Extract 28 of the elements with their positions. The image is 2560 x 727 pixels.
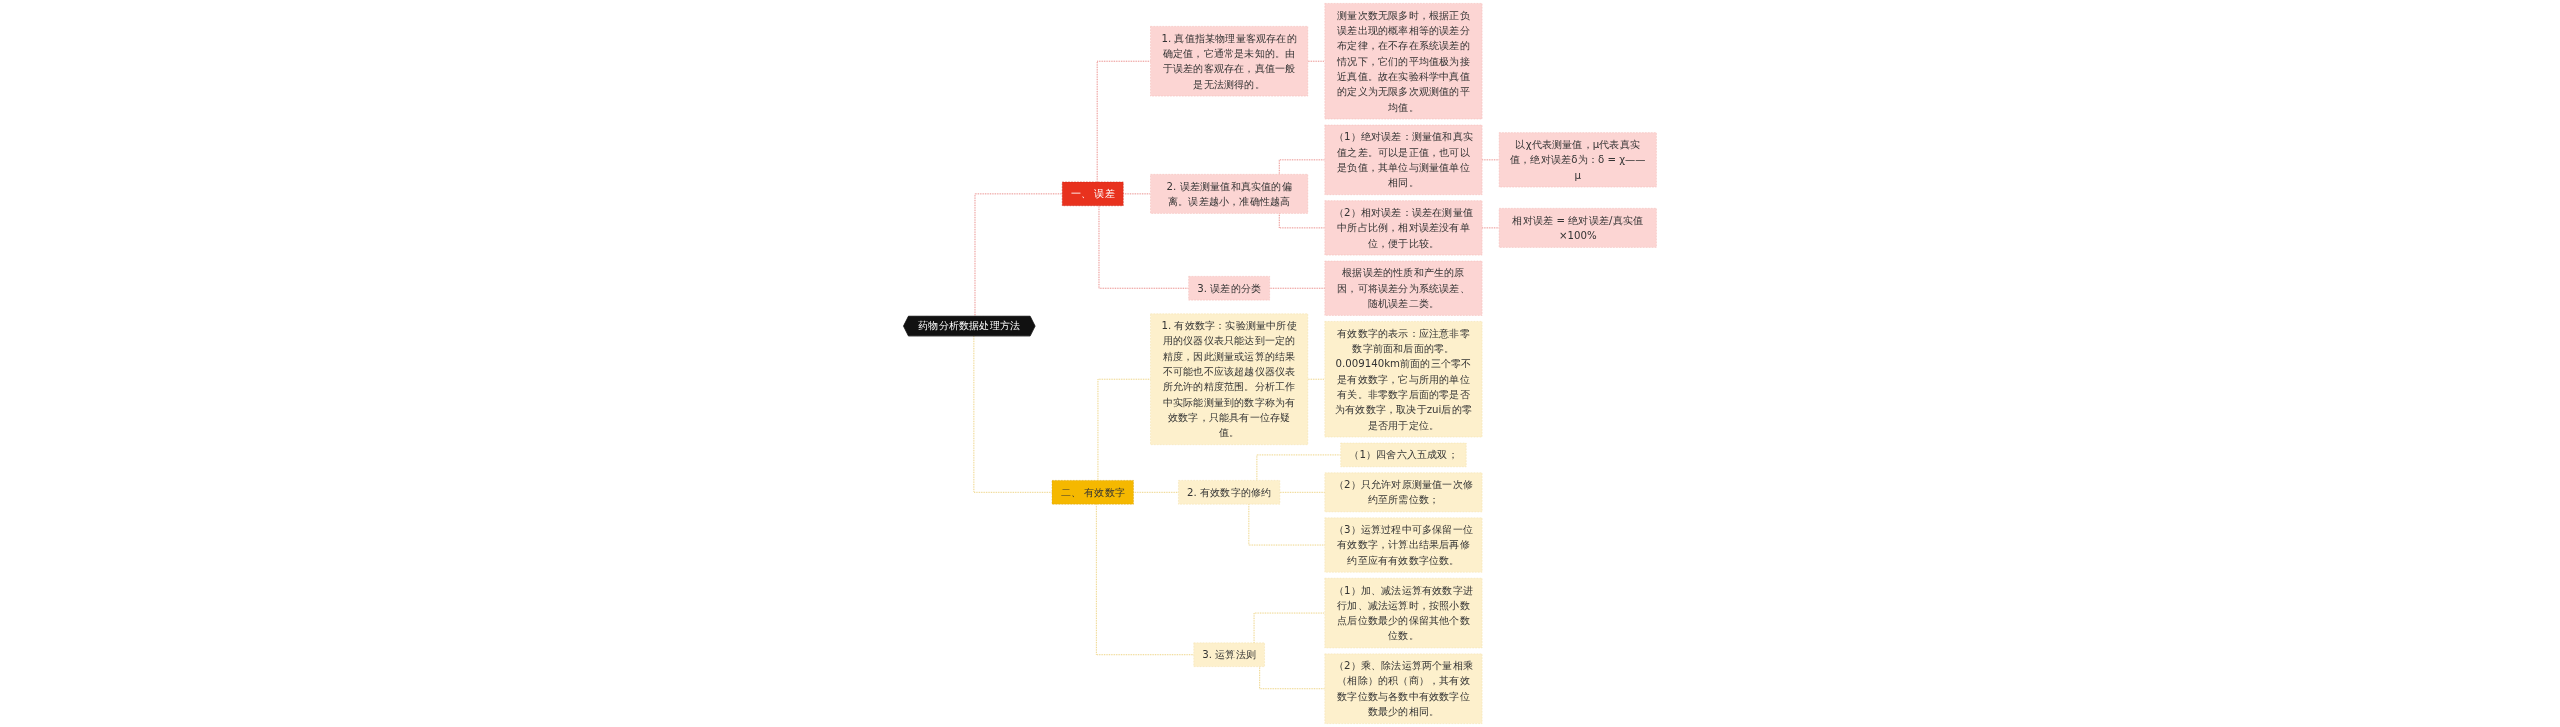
connector — [1096, 60, 1151, 183]
node-box: （3）运算过程中可多保留一位有效数字，计算出结果后再修约至应有有效数字位数。 — [1324, 517, 1483, 573]
node-box: 二、 有效数字 — [1051, 480, 1134, 505]
node-box: 有效数字的表示：应注意非零数字前面和后面的零。0.009140km前面的三个零不是有效数字，它与所用的单位有关。非零数字后面的零是否为有效数字，取决于zui后的零是否用于定位。 — [1324, 321, 1483, 438]
node-box: 1. 真值指某物理量客观存在的确定值，它通常是未知的。由于误差的客观存在，真值一般是无法测得的。 — [1150, 26, 1309, 97]
node-box: 相对误差 = 绝对误差/真实值×100% — [1498, 208, 1657, 248]
node-box: 1. 有效数字：实验测量中所使用的仪器仪表只能达到一定的精度，因此测量或运算的结果不可能也不应该超越仪器仪表所允许的精度范围。分析工作中实际能测量到的数字称为有效数字，只能具有一位存疑值。 — [1150, 313, 1309, 445]
node-box: （2）相对误差：误差在测量值中所占比例，相对误差没有单位，便于比较。 — [1324, 200, 1483, 256]
node-box: 3. 运算法则 — [1193, 642, 1265, 667]
connector — [1122, 193, 1151, 195]
node-box: （1）四舍六入五成双； — [1340, 442, 1467, 468]
connector — [1098, 205, 1189, 289]
node-box: （1）绝对误差：测量值和真实值之差。可以是正值，也可以是负值，其单位与测量值单位相同。 — [1324, 124, 1483, 195]
node-box: 2. 有效数字的修约 — [1178, 480, 1281, 505]
connector — [974, 193, 1063, 317]
node-box: （1）加、减法运算有效数字进行加、减法运算时，按照小数点后位数最少的保留其他个数位数。 — [1324, 578, 1483, 649]
node-box: （2）乘、除法运算两个量相乘（相除）的积（商），其有效数字位数与各数中有效数字位数最少的相同。 — [1324, 653, 1483, 724]
connector — [1133, 492, 1179, 493]
node-box: 以χ代表测量值，μ代表真实值，绝对误差δ为：δ = χ——μ — [1498, 132, 1657, 188]
connector — [1097, 378, 1151, 481]
connector — [1096, 503, 1195, 656]
node-box: 2. 误差测量值和真实值的偏离。误差越小，准确性越高 — [1150, 174, 1309, 214]
node-box: 一、 误差 — [1062, 181, 1124, 206]
connector — [973, 335, 1053, 493]
node-box: （2）只允许对原测量值一次修约至所需位数； — [1324, 472, 1483, 513]
node-box: 根据误差的性质和产生的原因，可将误差分为系统误差、随机误差二类。 — [1324, 260, 1483, 316]
node-box: 测量次数无限多时，根据正负误差出现的概率相等的误差分布定律，在不存在系统误差的情况下，它们的平均值极为接近真值。故在实验科学中真值的定义为无限多次观测值的平均值。 — [1324, 3, 1483, 120]
node-box: 3. 误差的分类 — [1188, 276, 1270, 301]
